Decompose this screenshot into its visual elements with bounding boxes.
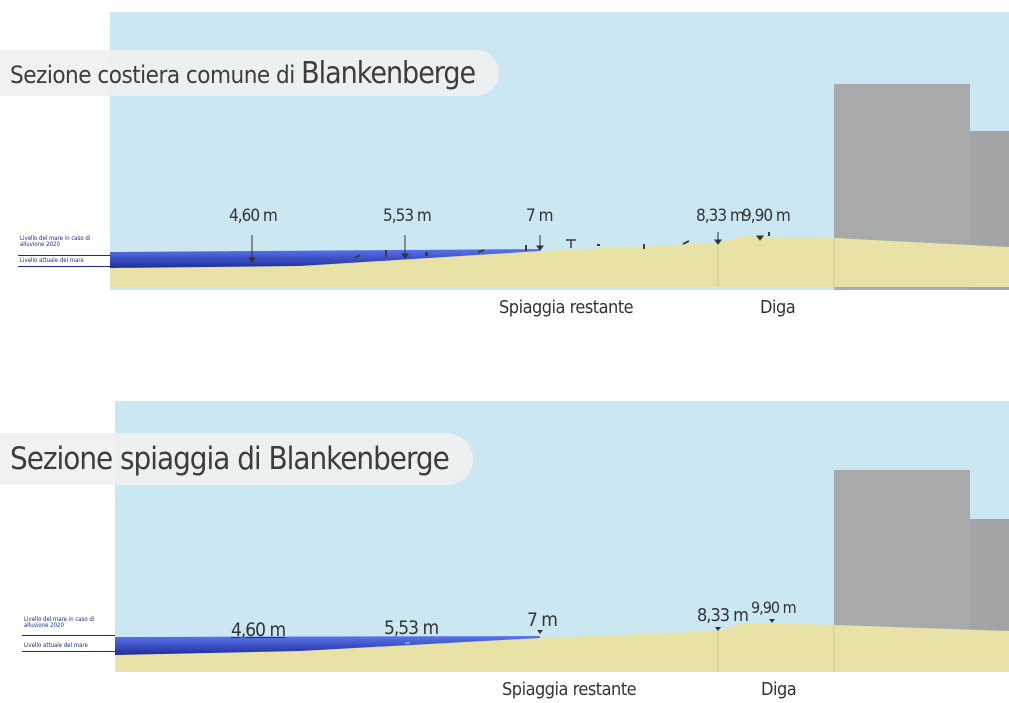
coastal-section-panel: Sezione costiera comune di Blankenberge … [0,0,1009,340]
elevation-label-1: 4,60 m [231,619,286,641]
legend-current-line [22,651,115,652]
zone-label-beach: Spiaggia restante [502,679,637,700]
legend-flood-line [18,255,110,256]
zone-label-beach: Spiaggia restante [499,297,634,318]
legend-flood-label: Livello del mare in caso di alluvione 20… [24,616,95,629]
beach-ground [115,623,1009,672]
legend-current-label: Livello attuale del mare [24,642,88,649]
section-title: Sezione costiera comune di Blankenberge [0,50,500,96]
section-title-emphasis: Blankenberge [301,56,476,91]
legend-current-level: Livello attuale del mare [20,258,84,264]
elevation-markers [248,232,764,263]
elevation-label-4: 8,33 m [696,206,745,226]
beach-section-panel: Sezione spiaggia di Blankenberge Livello… [0,395,1009,703]
elevation-label-2: 5,53 m [384,617,439,639]
elevation-label-1: 4,60 m [229,206,278,226]
beach-figures [354,232,770,259]
legend-flood-level: Livello del mare in caso di alluvione 20… [20,236,98,248]
coastal-section-drawing [110,12,1009,290]
section-title: Sezione spiaggia di Blankenberge [0,433,473,485]
elevation-label-5: 9,90 m [751,598,797,617]
elevation-label-3: 7 m [526,206,554,226]
elevation-label-4: 8,33 m [697,605,749,626]
legend-flood-label: Livello del mare in caso di alluvione 20… [20,235,91,248]
elevation-label-3: 7 m [527,609,558,631]
legend-current-level: Livello attuale del mare [24,643,88,649]
zone-label-dike: Diga [761,679,797,700]
zone-label-dike: Diga [760,297,796,318]
elevation-markers [405,619,775,644]
elevation-label-5: 9,90 m [742,206,791,226]
beach-ground [110,236,1009,287]
sea-flood-level [115,636,540,655]
legend-current-label: Livello attuale del mare [20,257,84,264]
legend-flood-level: Livello del mare in caso di alluvione 20… [24,617,106,629]
section-title-text: Sezione spiaggia di Blankenberge [10,441,450,477]
elevation-label-2: 5,53 m [383,206,432,226]
legend-flood-line [22,635,115,636]
legend-current-line [18,266,110,267]
section-title-prefix: Sezione costiera comune di [10,61,302,89]
sea-flood-level [110,249,540,268]
